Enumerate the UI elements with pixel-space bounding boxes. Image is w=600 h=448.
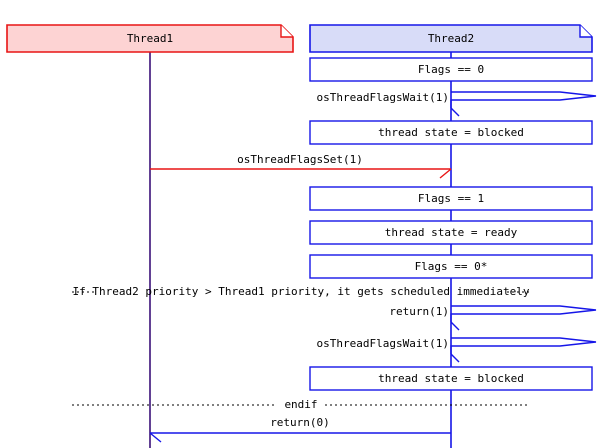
self-message-arrowhead	[450, 321, 460, 331]
note-label: thread state = blocked	[378, 126, 524, 139]
participant-label-thread1: Thread1	[127, 32, 173, 45]
note-box	[309, 186, 593, 211]
message-label: return(0)	[270, 416, 330, 429]
divider-if-priority: If Thread2 priority > Thread1 priority, …	[72, 285, 530, 298]
note-thread-state-blocked-first: thread state = blocked	[309, 120, 593, 145]
participant-box-thread2	[309, 24, 593, 53]
participant-fold-thread1	[280, 25, 293, 38]
note-label: thread state = blocked	[378, 372, 524, 385]
divider-endif: endif	[72, 398, 530, 411]
self-message-label: osThreadFlagsWait(1)	[317, 337, 449, 350]
message-arrowhead	[149, 432, 162, 443]
note-box	[309, 57, 593, 82]
self-message-arrowhead	[450, 107, 460, 117]
note-box	[309, 120, 593, 145]
self-message-label: osThreadFlagsWait(1)	[317, 91, 449, 104]
note-thread-state-ready: thread state = ready	[309, 220, 593, 245]
self-message-arrowhead	[450, 353, 460, 363]
self-message-osthreadflagswait-1-first[interactable]: osThreadFlagsWait(1)	[317, 91, 597, 117]
divider-label: If Thread2 priority > Thread1 priority, …	[73, 285, 530, 298]
note-flags-eq-0-star: Flags == 0*	[309, 254, 593, 279]
note-flags-eq-0: Flags == 0	[309, 57, 593, 82]
note-label: Flags == 0	[418, 63, 484, 76]
message-label: osThreadFlagsSet(1)	[237, 153, 363, 166]
note-label: Flags == 1	[418, 192, 484, 205]
participant-fold-thread2	[579, 25, 592, 38]
note-box	[309, 220, 593, 245]
self-message-osthreadflagswait-1-second[interactable]: osThreadFlagsWait(1)	[317, 337, 597, 363]
note-label: thread state = ready	[385, 226, 518, 239]
participant-header-thread2[interactable]: Thread2	[309, 24, 593, 53]
note-thread-state-blocked-second: thread state = blocked	[309, 366, 593, 391]
note-label: Flags == 0*	[415, 260, 488, 273]
note-flags-eq-1: Flags == 1	[309, 186, 593, 211]
self-message-return-1[interactable]: return(1)	[389, 305, 597, 331]
self-message-loop	[450, 91, 597, 108]
divider-label: endif	[284, 398, 317, 411]
message-osthreadflagsset-1[interactable]: osThreadFlagsSet(1)	[150, 153, 452, 179]
participant-label-thread2: Thread2	[428, 32, 474, 45]
message-return-0[interactable]: return(0)	[149, 416, 451, 443]
self-message-loop	[450, 337, 597, 354]
note-box	[309, 366, 593, 391]
self-message-loop	[450, 305, 597, 322]
note-box	[309, 254, 593, 279]
participant-box-thread1	[6, 24, 294, 53]
self-message-label: return(1)	[389, 305, 449, 318]
message-arrowhead	[439, 168, 452, 179]
participant-header-thread1[interactable]: Thread1	[6, 24, 294, 53]
